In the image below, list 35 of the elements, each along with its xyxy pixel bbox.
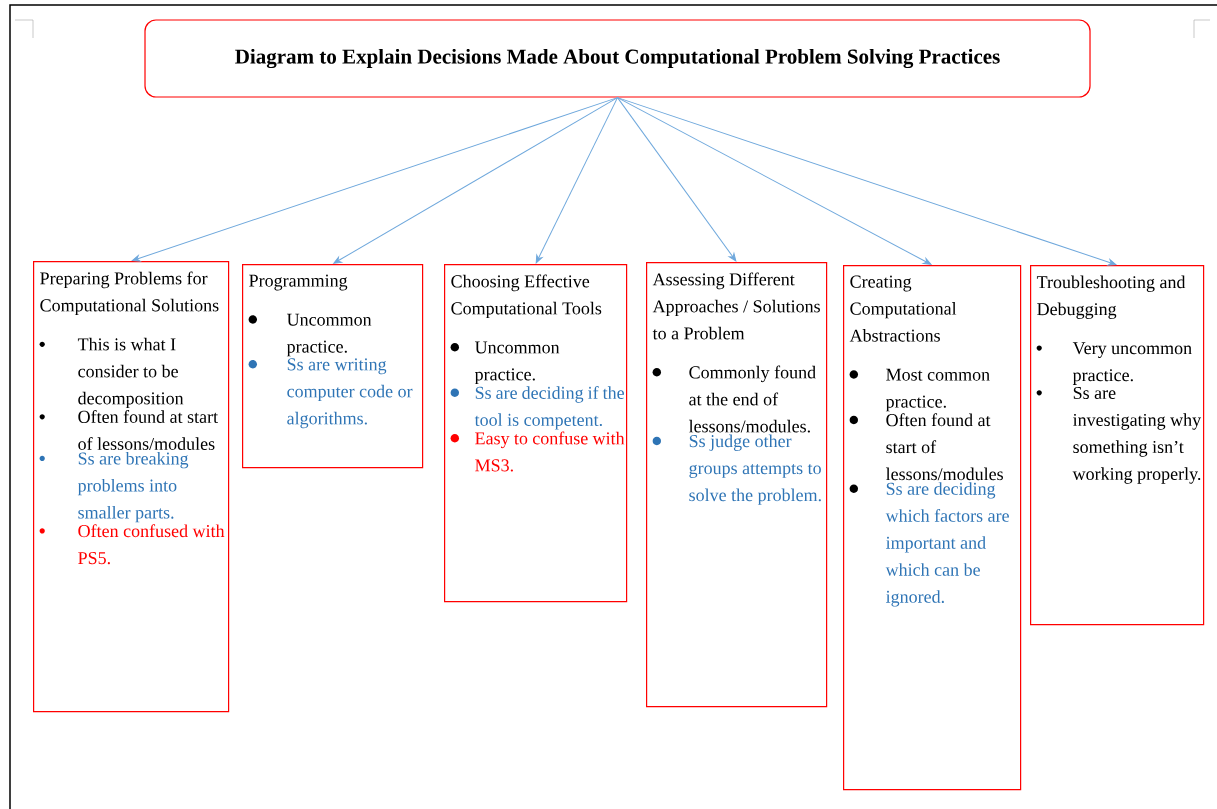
bullet-text: Ss are investigating why something isn’t working properly.	[1072, 386, 1202, 484]
bullet-text: Ss are deciding if the tool is competent.	[474, 386, 624, 430]
arrow	[333, 97, 618, 264]
bullet-text: Ss are writing computer code or algorithms.	[287, 358, 413, 429]
bullet-text: Uncommon practice.	[286, 313, 372, 357]
practice-box	[33, 261, 230, 713]
box-heading: Assessing Different Approaches / Solutions to a Problem	[652, 272, 820, 340]
practice-box	[646, 262, 828, 708]
practice-box	[1030, 265, 1205, 626]
box-heading: Choosing Effective Computational Tools	[451, 274, 602, 319]
practice-box	[843, 265, 1022, 791]
box-heading: Troubleshooting and Debugging	[1036, 275, 1186, 319]
arrow	[617, 97, 737, 262]
bullet-text: Often found at start of lessons/modules	[885, 413, 1003, 481]
bullet-text: Easy to confuse with MS3.	[475, 431, 625, 472]
bullet-text: Often confused with PS5.	[78, 524, 225, 565]
box-heading: Creating Computational Abstractions	[849, 275, 957, 342]
bullet-text: Most common practice.	[885, 368, 990, 412]
bullet-text: Uncommon practice.	[474, 341, 560, 385]
bullet-text: Very uncommon practice.	[1072, 342, 1192, 385]
arrow	[131, 97, 618, 262]
bullet-text: Often found at start of lessons/modules	[78, 410, 218, 450]
bullet-text: Ss judge other groups attempts to solve the problem.	[689, 434, 821, 505]
arrow	[617, 97, 1117, 266]
bullet-text: Ss are deciding which factors are important and which can be ignored.	[885, 482, 1009, 607]
bullet-text: Commonly found at the end of lessons/modules.	[688, 365, 816, 433]
arrow	[617, 97, 932, 265]
practice-box	[242, 264, 424, 469]
title-box: Diagram to Explain Decisions Made About Computational Problem Solving Practices	[144, 19, 1091, 98]
bullet-text: Ss are breaking problems into smaller parts.	[77, 451, 189, 523]
bullet-text: This is what I consider to be decomposition	[77, 337, 184, 409]
box-heading: Preparing Problems for Computational Solutions	[40, 271, 219, 316]
box-heading: Programming	[249, 274, 348, 291]
practice-box	[444, 264, 628, 603]
arrow	[535, 97, 618, 264]
